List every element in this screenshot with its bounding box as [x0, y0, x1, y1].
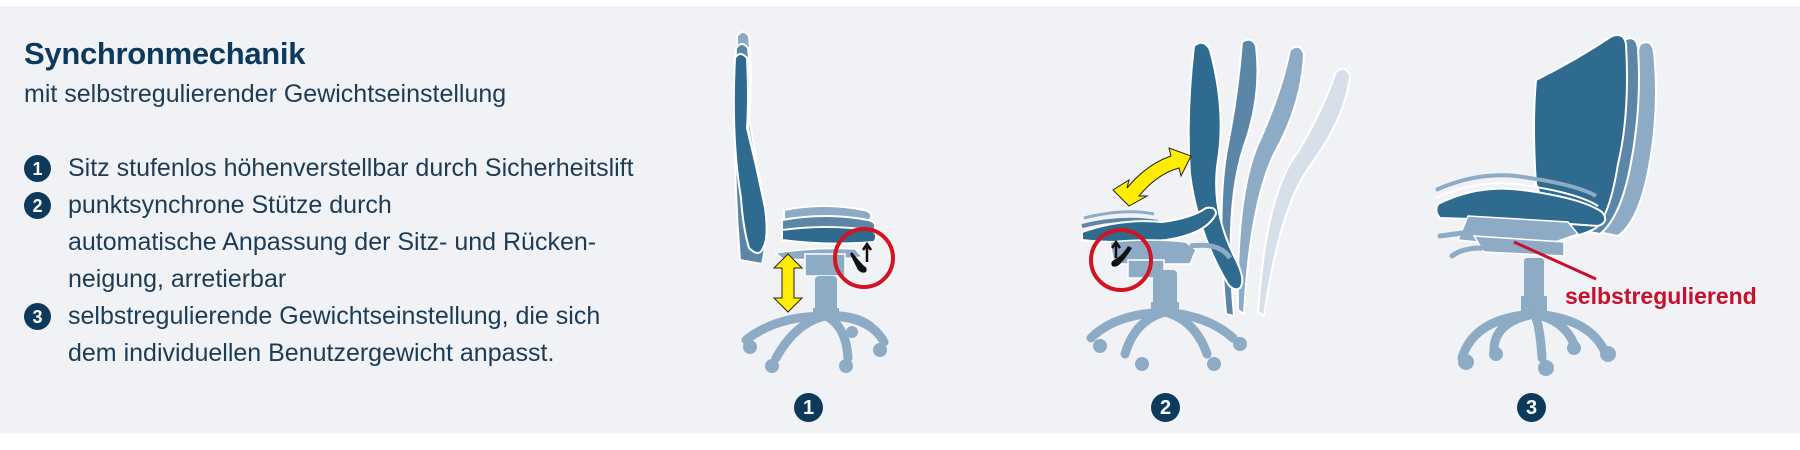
lever-highlight-icon [833, 227, 895, 289]
illustration-number-1: 1 [794, 393, 823, 422]
illustration-number-3: 3 [1517, 393, 1546, 422]
feature-text: selbstregulierende Gewichtseinstellung, … [68, 302, 601, 330]
number-badge-2: 2 [24, 192, 51, 219]
chair-synchro-tilt-illustration [1081, 38, 1352, 371]
page-title: Synchronmechanik [24, 36, 306, 71]
lever-highlight-icon [1089, 228, 1153, 292]
feature-text: automatische Anpassung der Sitz- und Rüc… [68, 228, 597, 256]
number-badge-3: 3 [24, 303, 51, 330]
chair-height-adjust-illustration [732, 31, 895, 373]
callout-line [1513, 240, 1597, 281]
page-subtitle: mit selbstregulierender Gewichtseinstell… [24, 80, 507, 108]
curved-double-arrow-icon [1112, 147, 1192, 207]
selbstregulierend-callout: selbstregulierend [1565, 283, 1757, 309]
feature-text: neigung, arretierbar [68, 265, 287, 293]
feature-item-1: 1 Sitz stufenlos höhenverstellbar durch … [24, 150, 634, 187]
number-badge-1: 1 [24, 155, 51, 182]
chair-weight-mechanism-illustration [1435, 34, 1657, 376]
feature-item-2: 2 punktsynchrone Stütze durch automatisc… [24, 187, 634, 298]
vertical-double-arrow-icon [772, 253, 804, 313]
illustration-number-2: 2 [1151, 393, 1180, 422]
feature-text: punktsynchrone Stütze durch [68, 191, 392, 219]
feature-text: dem individuellen Benutzergewicht anpass… [68, 339, 555, 367]
feature-text: Sitz stufenlos höhenverstellbar durch Si… [68, 154, 634, 182]
feature-list: 1 Sitz stufenlos höhenverstellbar durch … [24, 150, 634, 372]
feature-item-3: 3 selbstregulierende Gewichtseinstellung… [24, 298, 634, 372]
